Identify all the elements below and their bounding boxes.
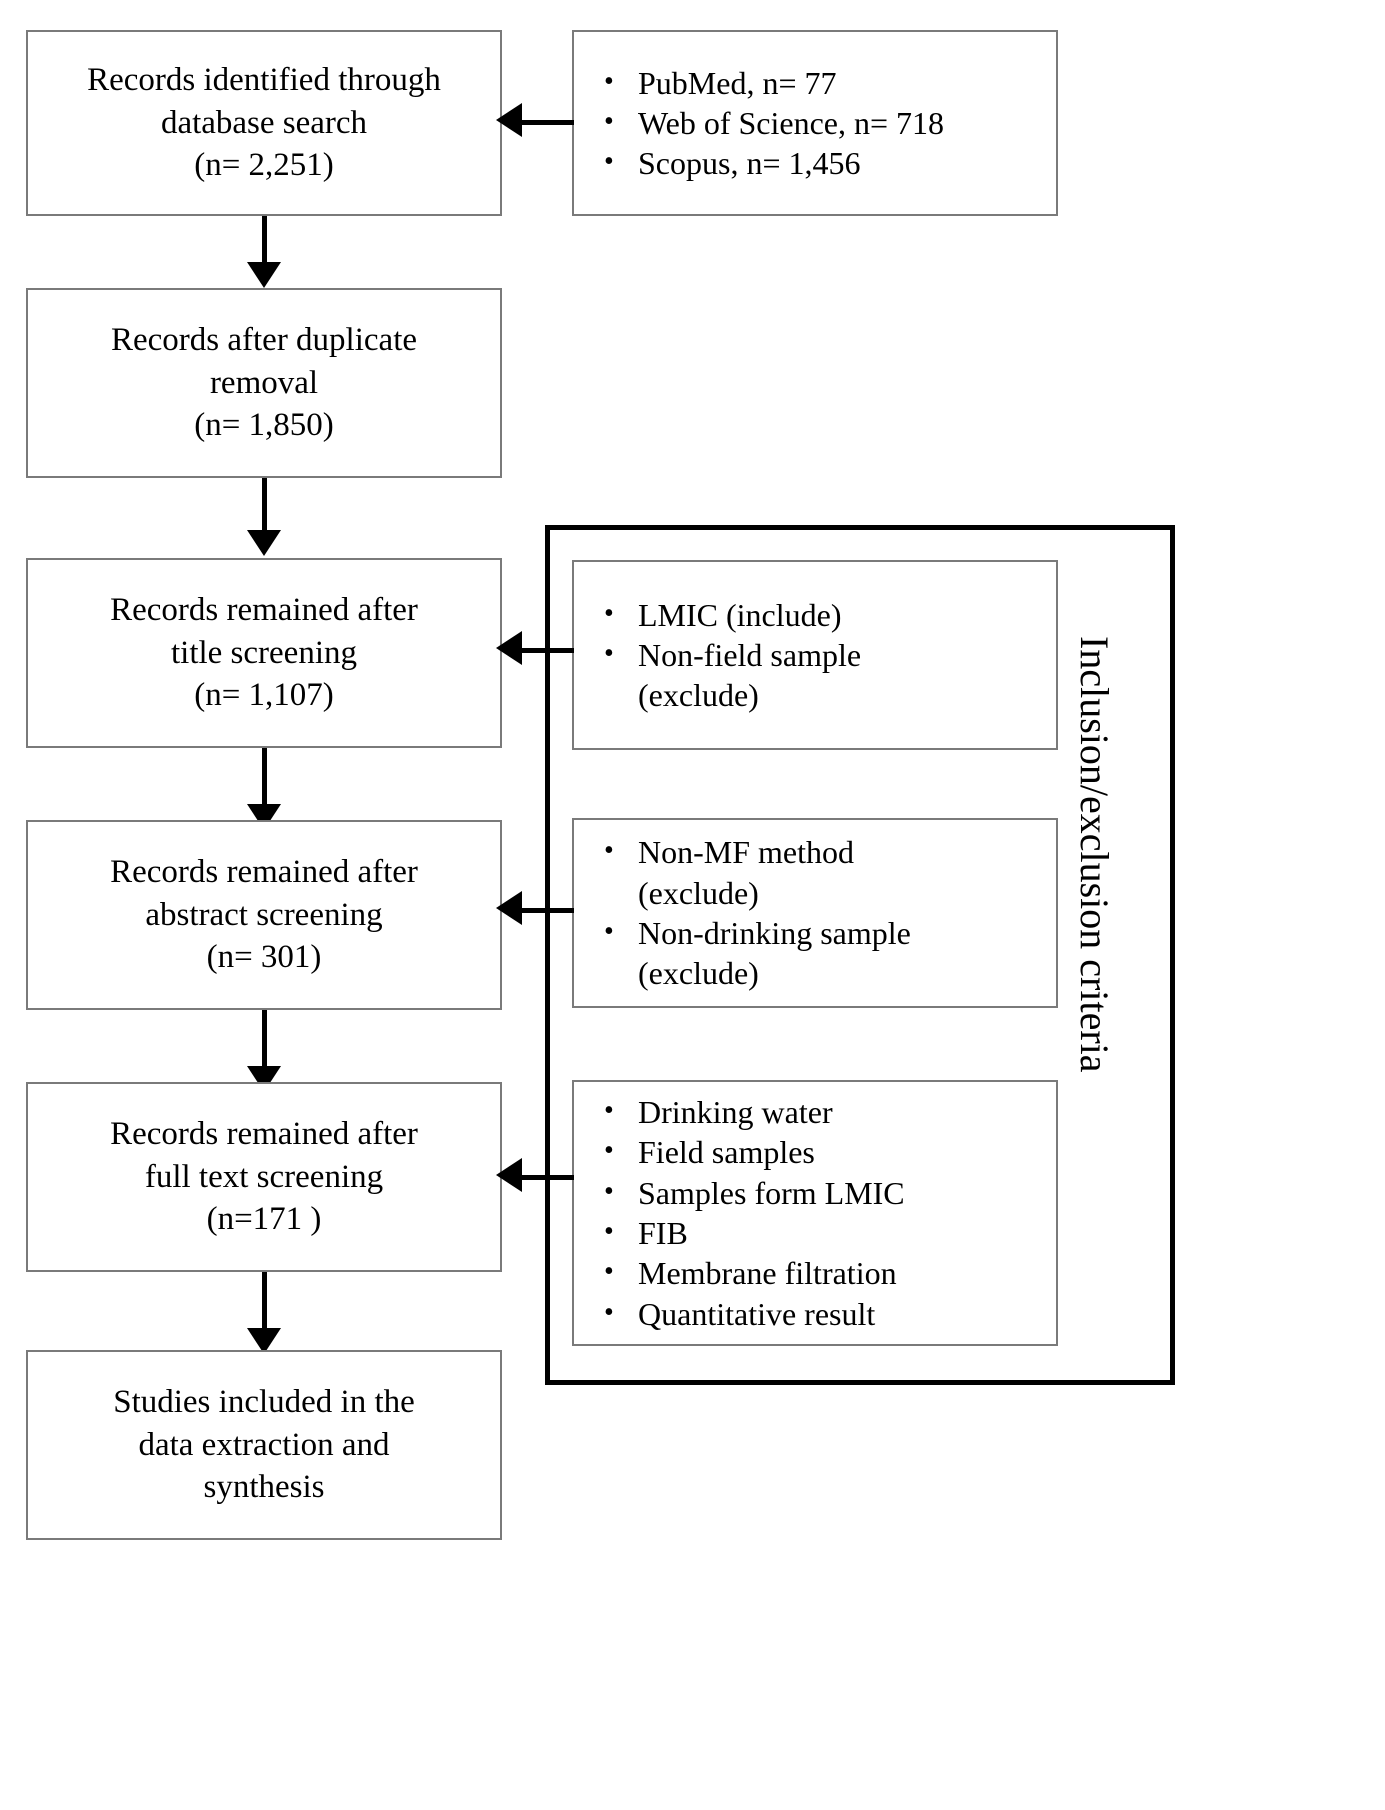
bullet-icon: •	[604, 835, 614, 867]
list-item: • Scopus, n= 1,456	[604, 143, 1048, 183]
stage-line: full text screening	[144, 1158, 384, 1195]
list-item: • Membrane filtration	[604, 1253, 1048, 1293]
stage-box-included: Studies included in the data extraction …	[26, 1350, 502, 1540]
connector-duplicates-to-title	[262, 478, 267, 532]
arrow-down-icon	[247, 1328, 281, 1354]
stage-box-after-title-screening: Records remained after title screening (…	[26, 558, 502, 748]
connector-criteria3-to-fulltext	[522, 1175, 574, 1180]
list-item: • Field samples	[604, 1132, 1048, 1172]
stage-line: (n= 1,850)	[194, 407, 334, 444]
stage-line: (n= 301)	[206, 939, 322, 976]
list-item-label: LMIC (include)	[638, 596, 842, 633]
criteria-frame-label: Inclusion/exclusion criteria	[1072, 636, 1117, 1073]
stage-box-after-full-text-screening: Records remained after full text screeni…	[26, 1082, 502, 1272]
stage-line: Studies included in the	[113, 1383, 415, 1420]
connector-abstract-to-fulltext	[262, 1010, 267, 1068]
list-item: • Web of Science, n= 718	[604, 103, 1048, 143]
title-screening-criteria-box: • LMIC (include) • Non-field sample (exc…	[572, 560, 1058, 750]
bullet-icon: •	[604, 637, 614, 669]
stage-line: title screening	[170, 634, 357, 671]
list-item-label: Non-MF method (exclude)	[638, 834, 854, 911]
stage-line: (n=171 )	[206, 1201, 322, 1238]
list-item: • PubMed, n= 77	[604, 63, 1048, 103]
connector-criteria2-to-abstract	[522, 908, 574, 913]
list-item: • Non-field sample (exclude)	[604, 635, 1048, 716]
list-item-label: Web of Science, n= 718	[638, 104, 945, 141]
stage-line: abstract screening	[145, 896, 383, 933]
arrow-left-icon	[496, 891, 522, 925]
stage-line: synthesis	[203, 1469, 325, 1506]
bullet-icon: •	[604, 105, 614, 137]
database-sources-list: • PubMed, n= 77 • Web of Science, n= 718…	[574, 63, 1056, 184]
list-item: • Drinking water	[604, 1092, 1048, 1132]
list-item-label: FIB	[638, 1215, 688, 1251]
connector-title-to-abstract	[262, 748, 267, 806]
arrow-left-icon	[496, 103, 522, 137]
bullet-icon: •	[604, 916, 614, 947]
stage-line: database search	[160, 104, 368, 141]
list-item-label: Samples form LMIC	[638, 1174, 905, 1211]
inclusion-exclusion-criteria-frame	[545, 525, 1175, 1385]
bullet-icon: •	[604, 65, 614, 97]
stage-line: Records identified through	[87, 61, 441, 98]
bullet-icon: •	[604, 1296, 614, 1328]
bullet-icon: •	[604, 1256, 614, 1288]
list-item-label: Quantitative result	[638, 1295, 876, 1332]
list-item-label: Non-drinking sample (exclude)	[638, 915, 911, 992]
stage-line: removal	[209, 364, 319, 401]
stage-box-identified: Records identified through database sear…	[26, 30, 502, 216]
title-screening-criteria-list: • LMIC (include) • Non-field sample (exc…	[574, 595, 1056, 716]
full-text-screening-criteria-box: • Drinking water • Field samples • Sampl…	[572, 1080, 1058, 1346]
list-item-label: Drinking water	[638, 1094, 833, 1131]
connector-fulltext-to-included	[262, 1272, 267, 1330]
bullet-icon: •	[604, 1135, 614, 1167]
stage-line: Records remained after	[110, 591, 418, 628]
list-item-label: Scopus, n= 1,456	[638, 145, 861, 182]
list-item-label: Field samples	[638, 1134, 815, 1171]
abstract-screening-criteria-list: • Non-MF method (exclude) • Non-drinking…	[574, 832, 1056, 993]
connector-sources-to-identified	[522, 120, 574, 125]
list-item: • Non-MF method (exclude)	[604, 832, 1048, 913]
bullet-icon: •	[604, 1216, 614, 1247]
list-item-label: Non-field sample (exclude)	[638, 636, 862, 714]
arrow-left-icon	[496, 1158, 522, 1192]
bullet-icon: •	[604, 1175, 614, 1207]
stage-line: (n= 1,107)	[194, 677, 334, 714]
arrow-down-icon	[247, 262, 281, 288]
bullet-icon: •	[604, 146, 614, 178]
list-item: • Non-drinking sample (exclude)	[604, 913, 1048, 994]
list-item: • Samples form LMIC	[604, 1173, 1048, 1213]
stage-line: Records remained after	[110, 1115, 418, 1152]
list-item: • Quantitative result	[604, 1294, 1048, 1334]
stage-box-after-abstract-screening: Records remained after abstract screenin…	[26, 820, 502, 1010]
arrow-left-icon	[496, 631, 522, 665]
stage-line: Records after duplicate	[110, 321, 418, 358]
list-item-label: Membrane filtration	[638, 1255, 897, 1292]
bullet-icon: •	[604, 1095, 614, 1127]
bullet-icon: •	[604, 597, 614, 629]
database-sources-box: • PubMed, n= 77 • Web of Science, n= 718…	[572, 30, 1058, 216]
list-item: • FIB	[604, 1213, 1048, 1253]
stage-line: Records remained after	[110, 853, 418, 890]
list-item: • LMIC (include)	[604, 595, 1048, 635]
full-text-screening-criteria-list: • Drinking water • Field samples • Sampl…	[574, 1092, 1056, 1334]
list-item-label: PubMed, n= 77	[638, 64, 837, 101]
stage-line: (n= 2,251)	[194, 147, 334, 184]
abstract-screening-criteria-box: • Non-MF method (exclude) • Non-drinking…	[572, 818, 1058, 1008]
stage-box-after-duplicate-removal: Records after duplicate removal (n= 1,85…	[26, 288, 502, 478]
arrow-down-icon	[247, 530, 281, 556]
stage-line: data extraction and	[138, 1426, 390, 1463]
connector-criteria1-to-title	[522, 648, 574, 653]
connector-identified-to-duplicates	[262, 216, 267, 264]
